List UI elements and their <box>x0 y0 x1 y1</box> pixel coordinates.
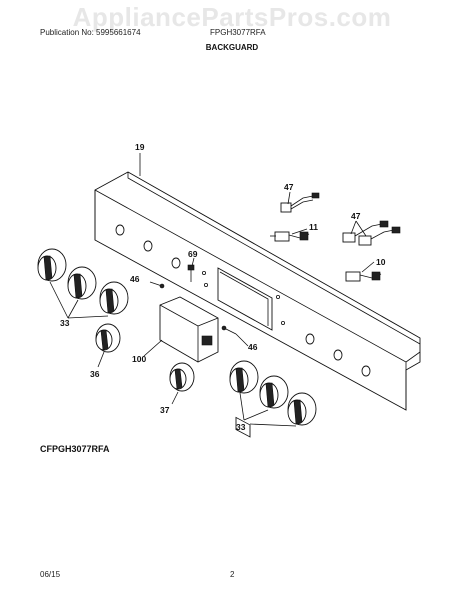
electronic-control-100 <box>159 296 219 363</box>
screw-46-right <box>221 325 237 335</box>
footer-page-number: 2 <box>230 570 235 579</box>
publication-number: Publication No: 5995661674 <box>40 28 141 37</box>
knob-left-2 <box>67 266 97 300</box>
igniter-switch-11 <box>270 231 310 242</box>
leader-lines <box>49 153 375 427</box>
callout-33-right: 33 <box>236 422 246 432</box>
knob-37 <box>169 362 195 392</box>
model-number: FPGH3077RFA <box>210 28 266 37</box>
callout-33-left: 33 <box>60 318 70 328</box>
knob-36 <box>95 323 121 353</box>
callout-37: 37 <box>160 405 170 415</box>
callout-47-upper: 47 <box>284 182 294 192</box>
callout-47-right: 47 <box>351 211 361 221</box>
callout-36: 36 <box>90 369 100 379</box>
knob-right-3 <box>287 392 317 426</box>
screw-46-left <box>149 281 165 289</box>
callout-100: 100 <box>132 354 146 364</box>
callout-19: 19 <box>135 142 145 152</box>
callout-11: 11 <box>309 222 318 232</box>
igniter-switch-10 <box>345 271 382 282</box>
footer-date: 06/15 <box>40 570 61 579</box>
callout-46-right: 46 <box>248 342 258 352</box>
knob-right-1 <box>229 360 259 394</box>
wire-harness-47-right <box>342 220 401 246</box>
callout-46-left: 46 <box>130 274 140 284</box>
knob-left-1 <box>37 248 67 282</box>
knob-left-3 <box>99 281 129 315</box>
model-reference: CFPGH3077RFA <box>40 444 110 454</box>
wire-harness-47-upper <box>280 192 320 213</box>
page-title: BACKGUARD <box>205 43 259 52</box>
screw-69 <box>187 264 195 282</box>
callout-10: 10 <box>376 257 386 267</box>
knob-right-2 <box>259 375 289 409</box>
watermark: AppliancePartsPros.com <box>72 2 392 32</box>
callout-69: 69 <box>188 249 198 259</box>
backguard-panel <box>94 171 421 438</box>
